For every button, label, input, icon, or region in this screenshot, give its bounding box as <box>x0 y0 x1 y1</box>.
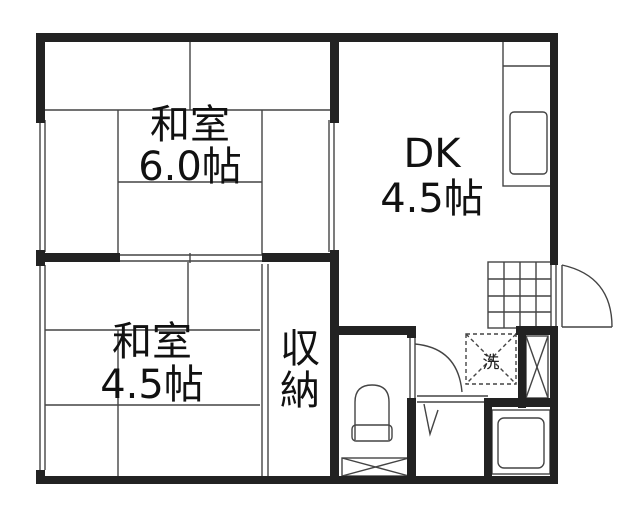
sliding-door-mid <box>120 253 262 263</box>
wall-toilet-top <box>330 326 415 335</box>
storage-label-line2: 納 <box>280 368 320 414</box>
wall-toilet-right-lower <box>407 398 416 484</box>
washer-pan <box>465 333 517 385</box>
toilet <box>351 384 393 442</box>
toilet-door <box>409 338 463 398</box>
dk-name: DK <box>403 131 462 177</box>
wall-upper-lower-right <box>262 253 339 262</box>
storage-label-line1: 収 <box>280 326 320 372</box>
wall-entrance-post <box>516 326 558 335</box>
sliding-door-storage <box>261 264 269 476</box>
walls <box>36 33 558 484</box>
washitsu-lower-size: 4.5帖 <box>100 362 204 408</box>
tatami-lines-lower <box>45 262 260 476</box>
small-closet <box>525 335 549 399</box>
wall-upper-lower-left <box>36 253 120 262</box>
bathtub <box>491 409 551 475</box>
wall-toilet-right <box>407 326 416 338</box>
entrance-tiles <box>487 261 552 329</box>
washitsu-upper-name: 和室 <box>150 102 230 148</box>
tatami-lines-upper <box>45 40 330 255</box>
wall-top <box>36 33 558 42</box>
bath-door <box>417 395 488 437</box>
wall-bottom <box>36 476 558 484</box>
washer-mark: 洗 <box>483 353 500 373</box>
kitchen-counter <box>502 39 552 187</box>
wall-bath-top <box>484 398 558 407</box>
wall-left-bottom <box>36 470 45 484</box>
wall-left-top <box>36 33 45 123</box>
wall-washitsu-dk <box>330 33 339 123</box>
window-lower-left <box>39 265 46 470</box>
wall-closet-bath <box>518 326 526 408</box>
front-door <box>555 264 613 328</box>
wall-washitsu-dk-lower <box>330 250 339 484</box>
thin-lines <box>39 39 613 477</box>
floor-hatch <box>341 457 410 477</box>
labels: 和室 6.0帖 DK 4.5帖 和室 4.5帖 収 納 洗 <box>100 102 499 414</box>
wall-bath-left <box>484 398 492 484</box>
window-upper-right <box>328 120 335 252</box>
window-upper-left <box>39 120 46 252</box>
washitsu-lower-name: 和室 <box>112 319 192 365</box>
wall-right-top <box>550 33 558 265</box>
washitsu-upper-size: 6.0帖 <box>138 144 242 190</box>
dk-size: 4.5帖 <box>380 176 484 222</box>
